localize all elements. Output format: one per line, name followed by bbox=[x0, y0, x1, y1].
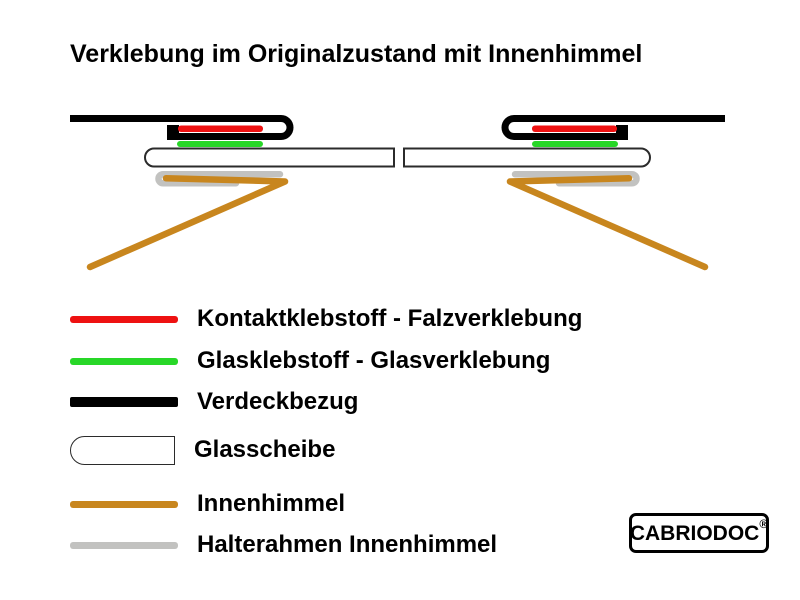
black-line-swatch bbox=[70, 397, 178, 407]
top-cover-fold-end-right bbox=[616, 125, 628, 140]
legend-label: Kontaktklebstoff - Falzverklebung bbox=[197, 305, 583, 332]
top-cover-fold-end-left bbox=[167, 125, 179, 140]
legend-label: Verdeckbezug bbox=[197, 388, 359, 415]
glass-adhesive-right bbox=[532, 141, 618, 147]
legend-item-verdeckbezug: Verdeckbezug bbox=[70, 385, 358, 419]
glass-pane-right bbox=[403, 147, 652, 168]
legend-label: Halterahmen Innenhimmel bbox=[197, 531, 498, 558]
contact-adhesive-right bbox=[532, 125, 617, 132]
legend-item-kontaktklebstoff: Kontaktklebstoff - Falzverklebung bbox=[70, 302, 582, 336]
glass-pane-left bbox=[143, 147, 395, 168]
brown-line-swatch bbox=[70, 500, 178, 508]
legend-label: Glasklebstoff - Glasverklebung bbox=[197, 347, 551, 374]
registered-trademark-symbol: ® bbox=[759, 517, 769, 531]
headliner-right bbox=[506, 175, 709, 271]
red-line-swatch bbox=[70, 315, 178, 323]
legend-item-innenhimmel: Innenhimmel bbox=[70, 487, 345, 521]
glass-shape-swatch bbox=[70, 435, 175, 465]
headliner-frame-right bbox=[511, 171, 640, 187]
cabriodoc-logo-text: CABRIODOC bbox=[629, 521, 760, 545]
legend-item-glasscheibe: Glasscheibe bbox=[70, 433, 335, 467]
page-title: Verklebung im Originalzustand mit Innenh… bbox=[70, 40, 643, 68]
glass-adhesive-left bbox=[177, 141, 263, 147]
legend-label: Glasscheibe bbox=[194, 436, 336, 463]
top-cover-fold-left bbox=[70, 115, 294, 140]
headliner-left bbox=[86, 175, 289, 271]
legend-label: Innenhimmel bbox=[197, 490, 346, 517]
headliner-frame-left bbox=[155, 171, 284, 187]
legend-item-glasklebstoff: Glasklebstoff - Glasverklebung bbox=[70, 344, 550, 378]
top-cover-fold-right bbox=[501, 115, 725, 140]
gray-line-swatch bbox=[70, 541, 178, 549]
cabriodoc-logo: CABRIODOC ® bbox=[629, 513, 769, 553]
contact-adhesive-left bbox=[178, 125, 263, 132]
legend-item-halterahmen: Halterahmen Innenhimmel bbox=[70, 528, 497, 562]
green-line-swatch bbox=[70, 357, 178, 365]
